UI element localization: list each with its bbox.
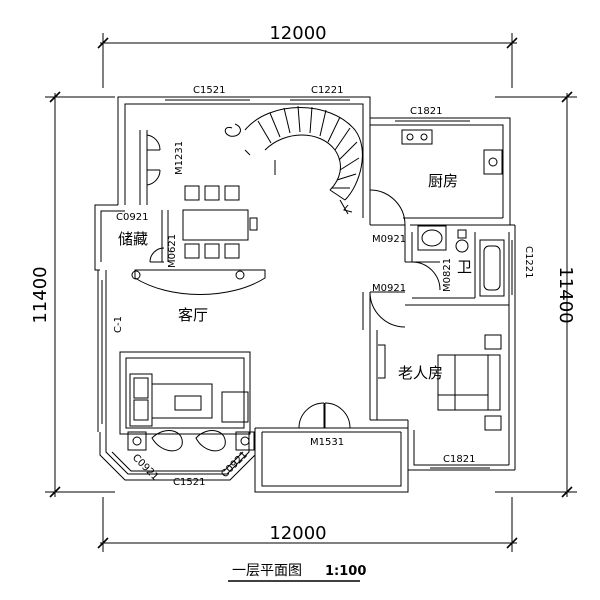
code-door-left-wall: M1231 [174,141,185,175]
sofa-set [119,351,255,452]
code-window-bay-left: C0921 [130,452,161,483]
dimension-line-right [495,91,577,498]
code-door-kitchen: M0921 [372,234,406,245]
code-window-bay-bottom: C1521 [173,477,205,488]
dimension-line-left [45,91,115,498]
tv-cabinet [131,269,266,295]
room-label-living: 客厅 [178,306,208,324]
drawing-scale: 1:100 [325,564,366,579]
code-door-storage: M0621 [167,234,178,268]
code-window-kitchen: C1821 [410,106,442,117]
exterior-walls [94,96,516,493]
dimension-line-bottom [97,497,518,552]
room-label-storage: 储藏 [118,230,148,248]
code-door-bath: M0821 [442,258,453,292]
interior-walls [139,125,510,421]
code-window-elder-bottom: C1821 [443,454,475,465]
code-window-bath: C1221 [523,246,534,278]
bed [378,334,502,431]
room-label-elder: 老人房 [398,364,443,382]
code-door-front: M1531 [310,437,344,448]
window-marks [165,96,513,469]
dimension-label-right: 11400 [555,266,576,323]
door-swings [146,134,441,429]
room-label-kitchen: 厨房 [428,172,458,190]
dimension-label-bottom: 12000 [269,523,326,544]
code-door-elder-top: M0921 [372,283,406,294]
kitchen-fixtures [401,129,503,175]
dimension-label-top: 12000 [269,23,326,44]
dining-table [182,185,258,259]
dimension-line-top [97,33,518,88]
code-window-storage: C0921 [116,212,148,223]
code-window-left-long: C-1 [113,316,124,333]
spiral-staircase [224,105,363,215]
bathroom-fixtures [417,225,505,297]
drawing-title: 一层平面图 [232,563,302,579]
code-window-top-left: C1521 [193,85,225,96]
room-label-bath: 卫 [457,258,472,276]
dimension-label-left: 11400 [30,266,51,323]
code-window-top-stair: C1221 [311,85,343,96]
